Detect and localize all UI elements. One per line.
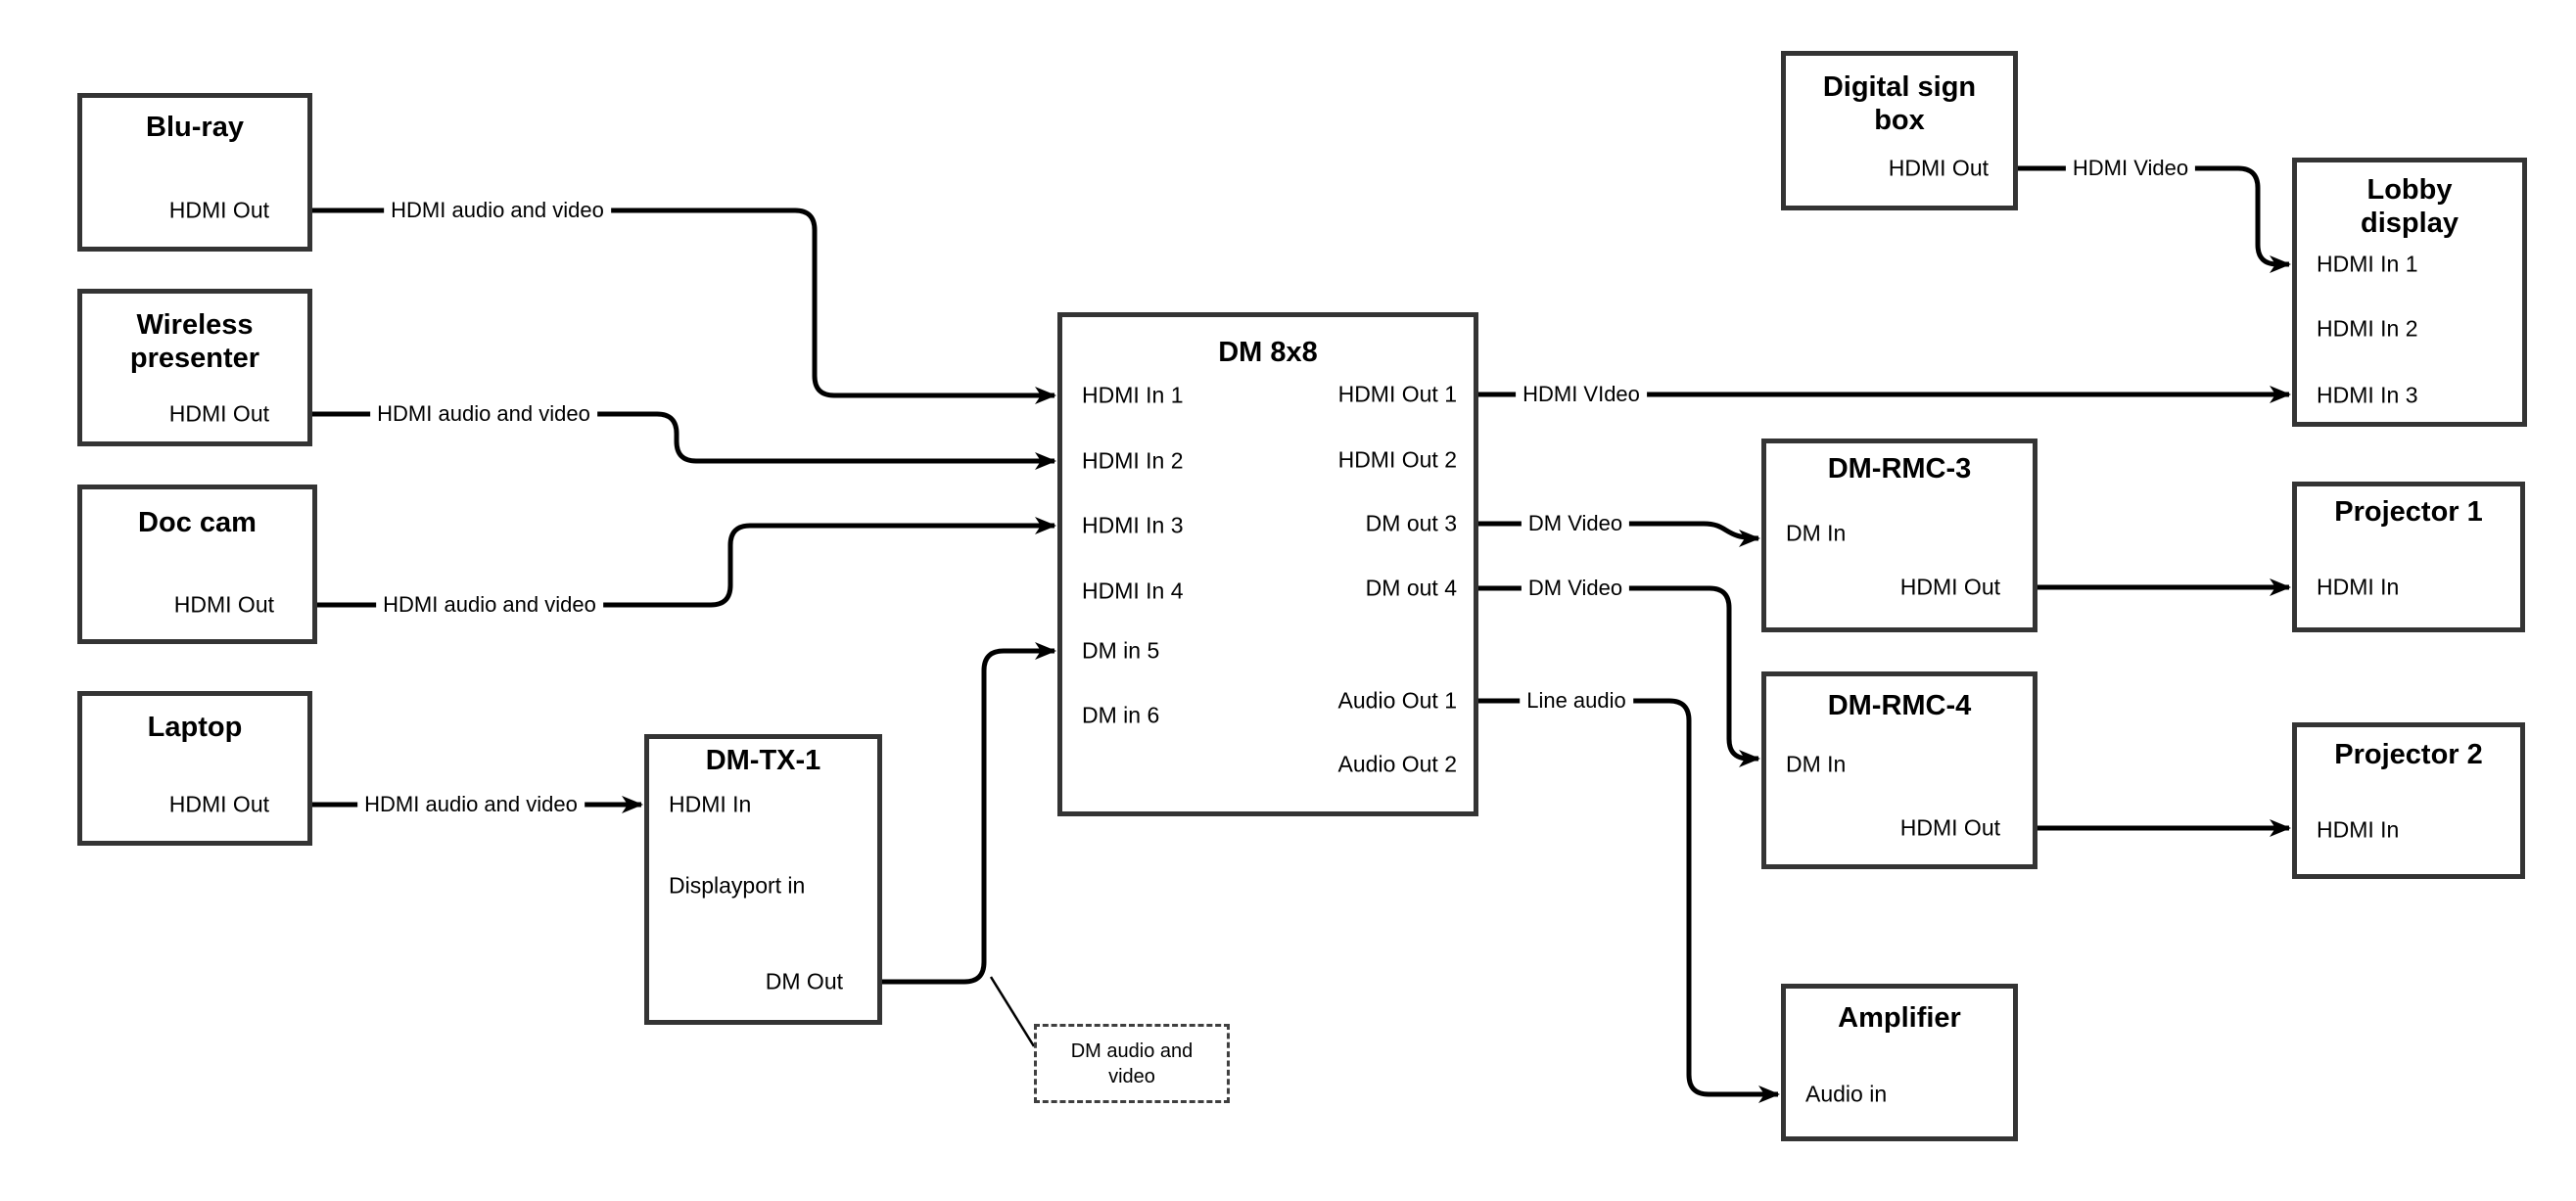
- node-title-line: Blu-ray: [146, 112, 244, 143]
- port-dm-8x8-dm-out-3: DM out 3: [1365, 510, 1457, 536]
- node-title-line: DM-RMC-4: [1827, 690, 1972, 721]
- port-dm-8x8-hdmi-out-2: HDMI Out 2: [1337, 446, 1457, 473]
- wire-wireless-to-dm8x8-in2: [312, 411, 1056, 470]
- port-dm-8x8-hdmi-in-3: HDMI In 3: [1082, 512, 1184, 538]
- node-title-line: Projector 1: [2334, 496, 2483, 528]
- wire-blu-ray-to-dm8x8-in1: [312, 208, 1056, 404]
- port-lobby-display-hdmi-in-2: HDMI In 2: [2317, 315, 2418, 342]
- dm-audio-video-callout: DM audio and video: [1034, 1024, 1230, 1103]
- wire-doc-cam-to-dm8x8-in3: [317, 517, 1056, 608]
- port-dm-8x8-hdmi-in-1: HDMI In 1: [1082, 382, 1184, 408]
- port-dm-8x8-dm-in-6: DM in 6: [1082, 702, 1160, 728]
- port-dm-8x8-hdmi-in-2: HDMI In 2: [1082, 447, 1184, 474]
- node-dm-rmc-3: DM-RMC-3 DM In HDMI Out: [1761, 439, 2037, 632]
- callout-leader-line: [989, 976, 1036, 1047]
- port-blu-ray-hdmi-out: HDMI Out: [168, 197, 269, 223]
- node-title: DM-RMC-3: [1766, 452, 2033, 485]
- node-title-line: DM 8x8: [1218, 337, 1318, 368]
- wire-dm8x8-out4-to-rmc4-dmin: [1478, 585, 1760, 767]
- node-title: Doc cam: [82, 506, 312, 539]
- node-title: DM-TX-1: [649, 744, 877, 777]
- port-dm-rmc-3-hdmi-out: HDMI Out: [1899, 574, 2000, 600]
- node-title-line: presenter: [129, 343, 260, 374]
- node-title-line: Wireless: [136, 309, 254, 341]
- port-dm-rmc-4-hdmi-out: HDMI Out: [1899, 814, 2000, 841]
- port-laptop-hdmi-out: HDMI Out: [168, 791, 269, 817]
- wire-label-dm8x8-out4-to-rmc4-dmin: DM Video: [1521, 577, 1630, 600]
- port-dm-rmc-4-dm-in: DM In: [1786, 751, 1847, 777]
- port-lobby-display-hdmi-in-1: HDMI In 1: [2317, 251, 2418, 277]
- node-title-line: Laptop: [147, 712, 243, 743]
- wire-dmtx1-dmout-to-dm8x8-in5: [882, 642, 1056, 985]
- node-title: Amplifier: [1786, 1001, 2013, 1035]
- node-title-line: display: [2361, 208, 2459, 239]
- wire-label-wireless-to-dm8x8-in2: HDMI audio and video: [370, 402, 597, 426]
- node-projector-1: Projector 1 HDMI In: [2292, 482, 2525, 632]
- node-title-line: Lobby: [2366, 174, 2453, 206]
- node-title-line: Doc cam: [138, 507, 257, 538]
- wire-label-dm8x8-out3-to-rmc3-dmin: DM Video: [1521, 512, 1630, 535]
- node-title-line: box: [1874, 105, 1925, 136]
- wire-label-laptop-to-dmtx1-hdmi-in: HDMI audio and video: [357, 793, 585, 816]
- port-dm-8x8-dm-in-5: DM in 5: [1082, 637, 1160, 664]
- port-doc-cam-hdmi-out: HDMI Out: [173, 591, 274, 618]
- port-dm-rmc-3-dm-in: DM In: [1786, 520, 1847, 546]
- wire-dm8x8-audioout1-to-amp: [1478, 698, 1780, 1103]
- port-wireless-presenter-hdmi-out: HDMI Out: [168, 400, 269, 427]
- node-projector-2: Projector 2 HDMI In: [2292, 722, 2525, 879]
- wire-label-signbox-to-lobby-in1: HDMI Video: [2065, 157, 2196, 180]
- port-dm-8x8-hdmi-out-1: HDMI Out 1: [1337, 381, 1457, 407]
- port-dm-tx-1-hdmi-in: HDMI In: [669, 791, 752, 817]
- node-title: Projector 2: [2297, 738, 2520, 771]
- node-title: Laptop: [82, 711, 307, 744]
- node-title-line: Projector 2: [2334, 739, 2483, 770]
- node-title-line: DM-TX-1: [705, 745, 821, 776]
- node-title: DM 8x8: [1062, 336, 1474, 369]
- port-dm-8x8-dm-out-4: DM out 4: [1365, 575, 1457, 601]
- wire-label-doc-cam-to-dm8x8-in3: HDMI audio and video: [376, 593, 603, 617]
- node-title: DM-RMC-4: [1766, 689, 2033, 722]
- port-projector-2-hdmi-in: HDMI In: [2317, 816, 2400, 843]
- port-dm-8x8-audio-out-1: Audio Out 1: [1337, 687, 1457, 714]
- wire-label-blu-ray-to-dm8x8-in1: HDMI audio and video: [384, 199, 611, 222]
- port-digital-sign-box-hdmi-out: HDMI Out: [1888, 155, 1989, 181]
- node-title: Projector 1: [2297, 495, 2520, 529]
- port-dm-8x8-audio-out-2: Audio Out 2: [1337, 751, 1457, 777]
- node-title: Blu-ray: [82, 111, 307, 144]
- port-dm-tx-1-dm-out: DM Out: [765, 968, 843, 994]
- wire-label-dm8x8-out1-to-lobby-in3: HDMI VIdeo: [1516, 383, 1647, 406]
- port-dm-8x8-hdmi-in-4: HDMI In 4: [1082, 577, 1184, 604]
- node-title-line: DM-RMC-3: [1827, 453, 1972, 485]
- port-amplifier-audio-in: Audio in: [1805, 1081, 1888, 1107]
- port-lobby-display-hdmi-in-3: HDMI In 3: [2317, 382, 2418, 408]
- node-dm-rmc-4: DM-RMC-4 DM In HDMI Out: [1761, 671, 2037, 869]
- wire-dm8x8-out3-to-rmc3-dmin: [1478, 521, 1760, 547]
- node-title-line: Digital sign: [1822, 71, 1977, 103]
- port-dm-tx-1-displayport-in: Displayport in: [669, 872, 806, 899]
- wire-signbox-to-lobby-in1: [2018, 165, 2291, 273]
- wire-label-dm8x8-audioout1-to-amp: Line audio: [1520, 689, 1633, 713]
- node-title-line: Amplifier: [1838, 1002, 1961, 1034]
- port-projector-1-hdmi-in: HDMI In: [2317, 574, 2400, 600]
